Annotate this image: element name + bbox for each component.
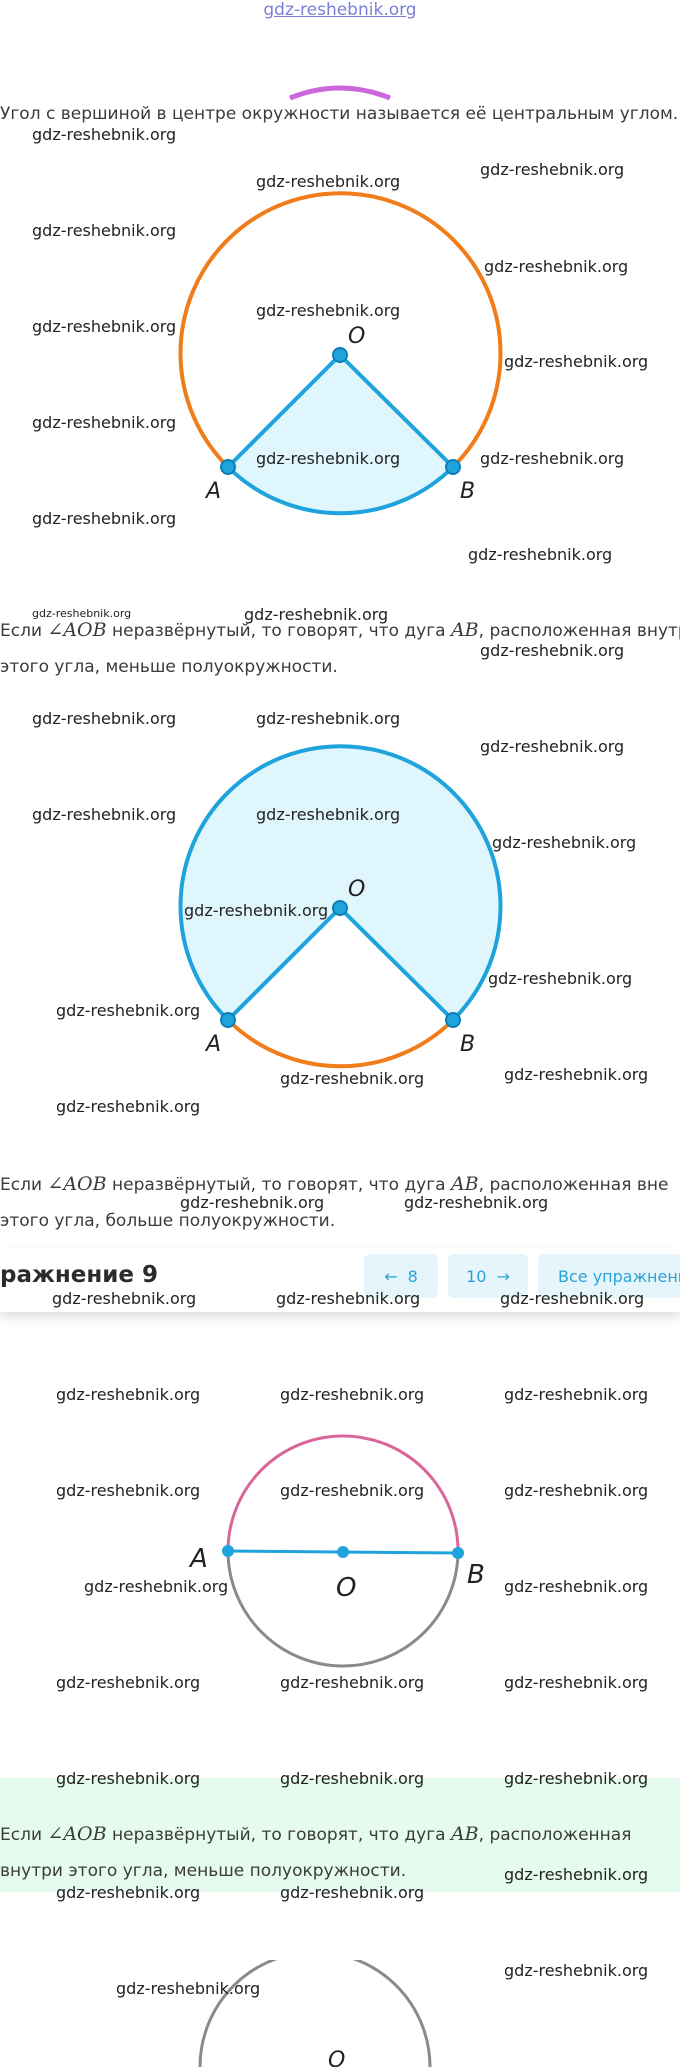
watermark: gdz-reshebnik.org [256,449,401,468]
watermark: gdz-reshebnik.org [256,301,401,320]
watermark: gdz-reshebnik.org [56,1385,201,1404]
statement-2-line-2: этого угла, больше полуокружности. [0,1211,336,1231]
watermark: gdz-reshebnik.org [56,1001,201,1020]
watermark: gdz-reshebnik.org [280,1673,425,1692]
label-o: O [348,877,365,902]
watermark: gdz-reshebnik.org [504,1673,649,1692]
figure-major-arc: O A B [178,744,503,1069]
watermark: gdz-reshebnik.org [244,605,389,624]
watermark: gdz-reshebnik.org [504,1385,649,1404]
watermark: gdz-reshebnik.org [504,1961,649,1980]
watermark: gdz-reshebnik.org [504,1577,649,1596]
watermark: gdz-reshebnik.org [484,257,629,276]
watermark: gdz-reshebnik.org [256,172,401,191]
watermark: gdz-reshebnik.org [180,1193,325,1212]
watermark: gdz-reshebnik.org [56,1481,201,1500]
label-a: A [204,479,221,504]
partial-arc-decoration [289,85,391,101]
watermark: gdz-reshebnik.org [404,1193,549,1212]
watermark: gdz-reshebnik.org [492,833,637,852]
watermark: gdz-reshebnik.org [56,1097,201,1116]
watermark: gdz-reshebnik.org [256,709,401,728]
figure-diameter: A O B [188,1434,485,1668]
watermark: gdz-reshebnik.org [280,1769,425,1788]
watermark: gdz-reshebnik.org [276,1289,421,1308]
statement-1-line-2: этого угла, меньше полуокружности. [0,657,338,677]
label-o: O [328,2048,345,2067]
statement-3-line-1: Если ∠AOB неразвёрнутый, то говорят, что… [0,1823,632,1845]
statement-2-line-1: Если ∠AOB неразвёрнутый, то говорят, что… [0,1173,669,1195]
prev-exercise-button[interactable]: ← 8 [364,1254,438,1298]
watermark: gdz-reshebnik.org [504,352,649,371]
watermark: gdz-reshebnik.org [32,607,132,620]
label-a: A [204,1032,221,1057]
watermark: gdz-reshebnik.org [468,545,613,564]
label-o: O [348,324,365,349]
watermark: gdz-reshebnik.org [32,805,177,824]
label-a: A [188,1544,208,1574]
watermark: gdz-reshebnik.org [504,1481,649,1500]
watermark: gdz-reshebnik.org [256,805,401,824]
watermark: gdz-reshebnik.org [184,901,329,920]
watermark: gdz-reshebnik.org [116,1979,261,1998]
intro-text: Угол с вершиной в центре окружности назы… [0,104,679,124]
watermark: gdz-reshebnik.org [504,1065,649,1084]
watermark: gdz-reshebnik.org [500,1289,645,1308]
watermark: gdz-reshebnik.org [32,509,177,528]
watermark: gdz-reshebnik.org [32,709,177,728]
site-link[interactable]: gdz-reshebnik.org [263,0,417,20]
all-exercises-button[interactable]: Все упражнени [538,1254,680,1298]
watermark: gdz-reshebnik.org [504,1769,649,1788]
watermark: gdz-reshebnik.org [280,1883,425,1902]
watermark: gdz-reshebnik.org [488,969,633,988]
label-o: O [336,1573,356,1603]
watermark: gdz-reshebnik.org [280,1069,425,1088]
watermark: gdz-reshebnik.org [32,317,177,336]
figure-partial-circle: O [198,1960,432,2067]
watermark: gdz-reshebnik.org [56,1673,201,1692]
next-exercise-button[interactable]: 10 → [448,1254,528,1298]
watermark: gdz-reshebnik.org [32,221,177,240]
watermark: gdz-reshebnik.org [480,737,625,756]
label-b: B [467,1560,485,1590]
watermark: gdz-reshebnik.org [480,449,625,468]
arrow-right-icon: → [496,1266,510,1286]
watermark: gdz-reshebnik.org [52,1289,197,1308]
figure-minor-arc: O A B [178,191,503,516]
label-b: B [460,1032,475,1057]
watermark: gdz-reshebnik.org [56,1883,201,1902]
watermark: gdz-reshebnik.org [56,1769,201,1788]
watermark: gdz-reshebnik.org [480,160,625,179]
exercise-title: ражнение 9 [0,1262,158,1288]
watermark: gdz-reshebnik.org [32,125,177,144]
watermark: gdz-reshebnik.org [480,641,625,660]
watermark: gdz-reshebnik.org [32,413,177,432]
arrow-left-icon: ← [384,1266,398,1286]
highlight-box [0,1778,680,1892]
watermark: gdz-reshebnik.org [280,1385,425,1404]
statement-3-line-2: внутри этого угла, меньше полуокружности… [0,1861,407,1881]
statement-1-line-1: Если ∠AOB неразвёрнутый, то говорят, что… [0,619,680,641]
exercise-nav-bar: ражнение 9 ← 8 10 → Все упражнени [0,1248,680,1312]
watermark: gdz-reshebnik.org [84,1577,229,1596]
watermark: gdz-reshebnik.org [504,1865,649,1884]
watermark: gdz-reshebnik.org [280,1481,425,1500]
label-b: B [460,479,475,504]
